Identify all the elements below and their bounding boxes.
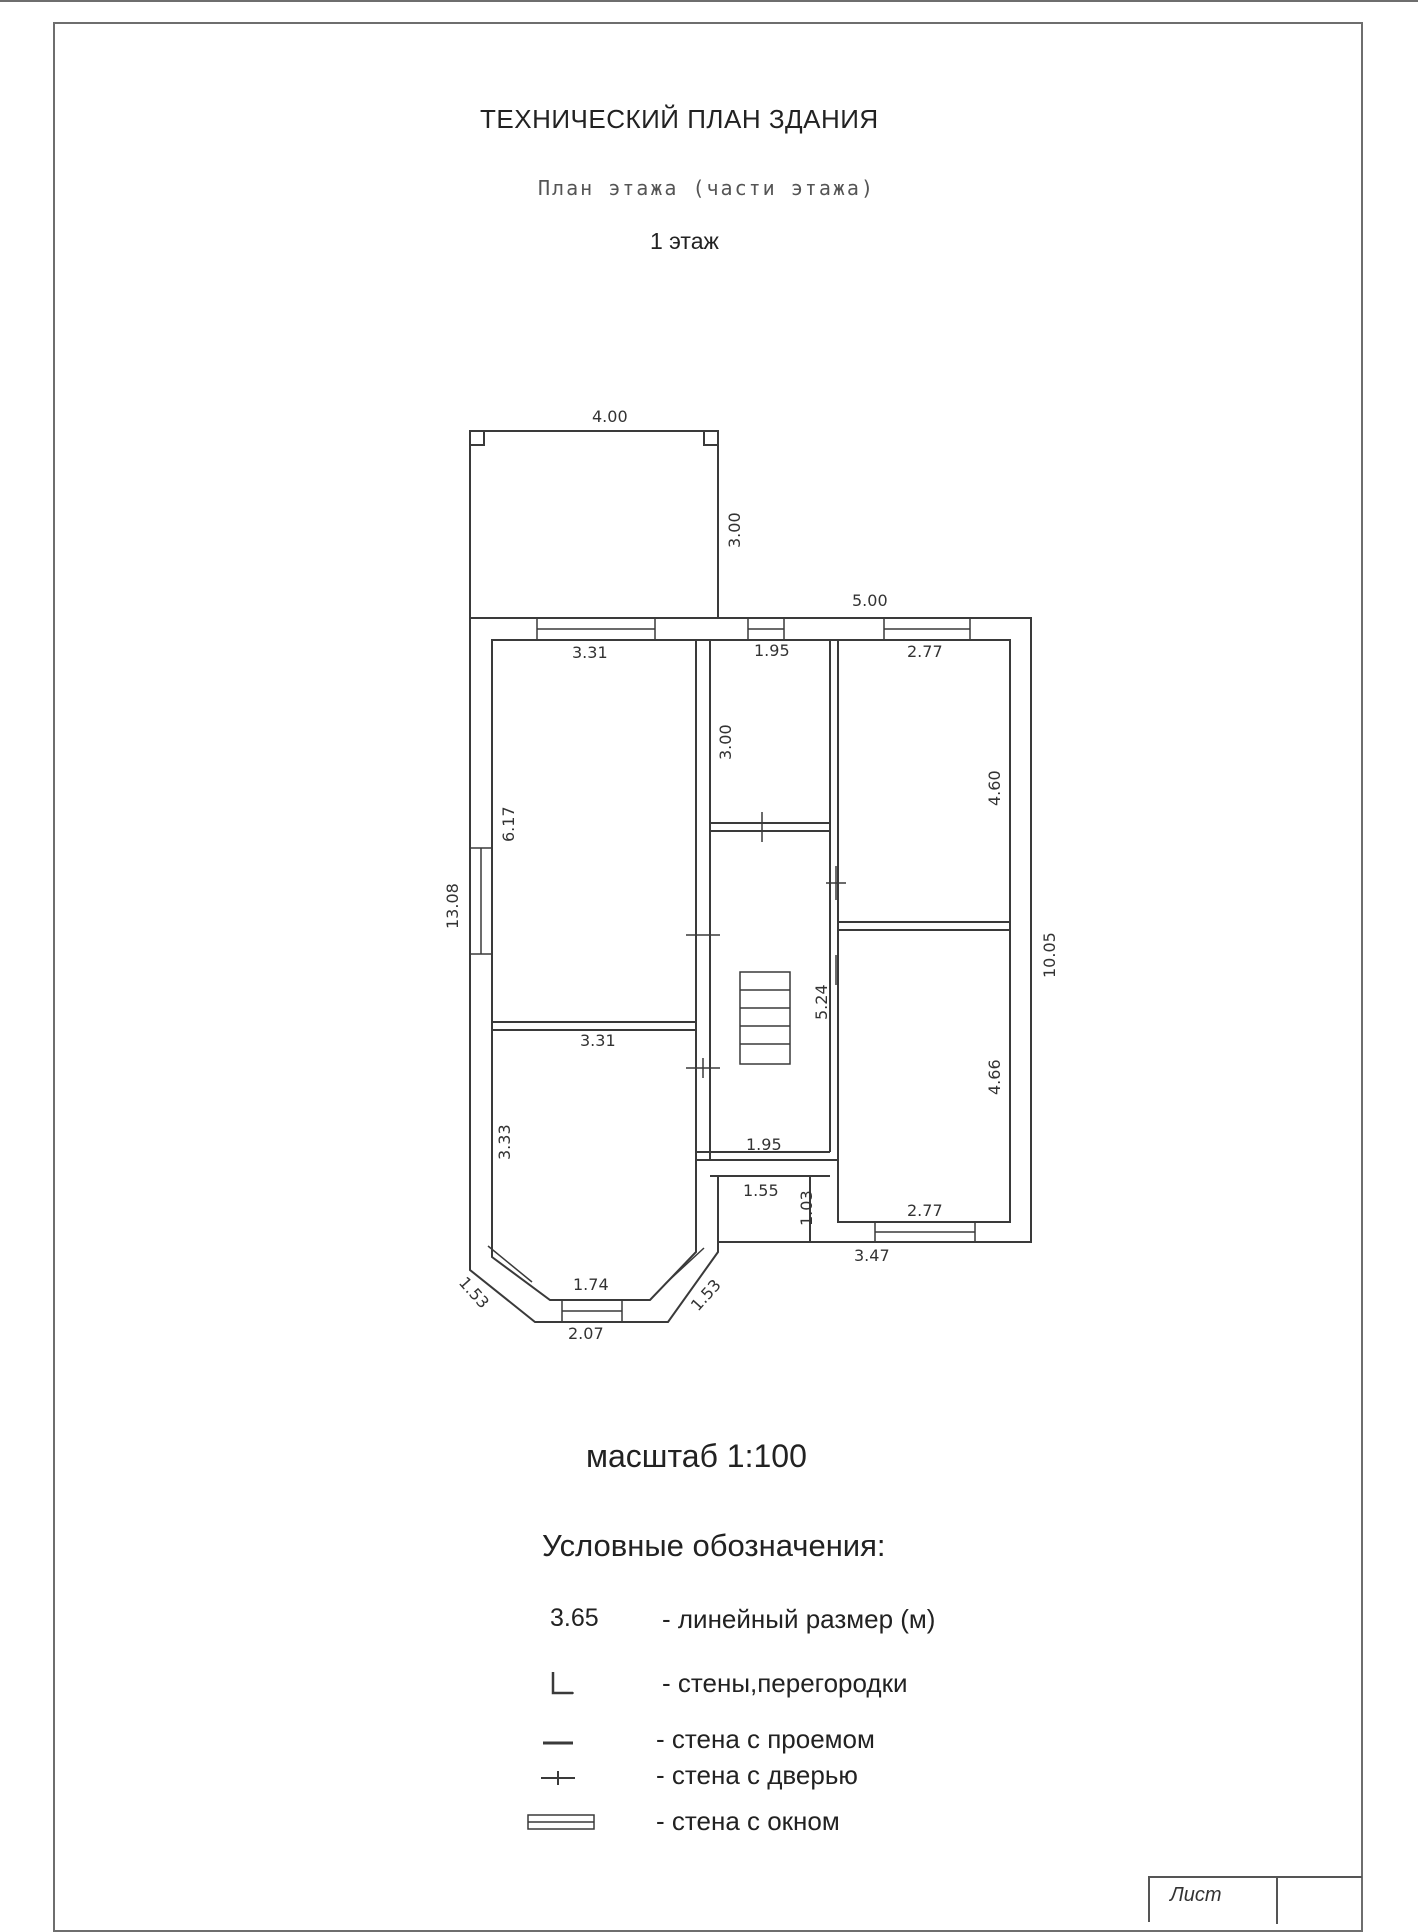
dim-right-wing-width: 5.00 (852, 591, 888, 610)
legend-item-opening: - стена с проемом (656, 1724, 875, 1754)
dim-room-e-bottom: 2.77 (907, 1201, 943, 1220)
dim-room-a-depth: 6.17 (499, 806, 518, 842)
dim-room-d-depth: 3.33 (495, 1124, 514, 1160)
legend-item-window: - стена с окном (656, 1806, 840, 1836)
window-bay-left (487, 1245, 533, 1283)
top-border-line (0, 0, 1418, 2)
dim-overall-left: 13.08 (443, 883, 462, 929)
stairs (739, 971, 791, 1065)
dim-bay-left-side: 1.53 (455, 1273, 493, 1312)
dim-right-bottom: 3.47 (854, 1246, 890, 1265)
stamp-divider (1276, 1878, 1278, 1924)
legend-item-door: - стена с дверью (656, 1760, 858, 1790)
dim-room-b-depth: 3.00 (716, 724, 735, 760)
dim-porch-depth: 3.00 (725, 512, 744, 548)
dim-room-e-depth: 4.66 (985, 1059, 1004, 1095)
plan-title: ТЕХНИЧЕСКИЙ ПЛАН ЗДАНИЯ (480, 104, 879, 134)
stamp-sheet-label: Лист (1170, 1884, 1222, 1906)
dim-room-d-top: 3.31 (580, 1031, 616, 1050)
porch-post-left (469, 430, 485, 446)
walls (469, 430, 1032, 1323)
porch-post-right (703, 430, 719, 446)
staircase (739, 971, 791, 1065)
dim-bay-inner: 1.74 (573, 1275, 609, 1294)
dim-porch-width: 4.00 (592, 407, 628, 426)
dim-room-c-top: 2.77 (907, 642, 943, 661)
dim-room-b-top: 1.95 (754, 641, 790, 660)
floor-label: 1 этаж (650, 228, 719, 254)
dim-bay-outer: 2.07 (568, 1324, 604, 1343)
legend-item-dimension: - линейный размер (м) (662, 1604, 936, 1634)
windows (469, 617, 976, 1323)
dim-hall-length: 5.24 (812, 984, 831, 1020)
dim-closet-depth: 1.03 (797, 1190, 816, 1226)
doors (686, 812, 846, 1078)
dim-room-c-depth: 4.60 (985, 770, 1004, 806)
window-bay-right (664, 1247, 705, 1285)
legend-title: Условные обозначения: (542, 1528, 886, 1563)
legend-sample-value: 3.65 (550, 1604, 599, 1632)
dim-closet-width: 1.55 (743, 1181, 779, 1200)
dim-bay-right-side: 1.53 (687, 1275, 725, 1314)
outer-wall-outer (469, 617, 1032, 1323)
dim-room-a-top: 3.31 (572, 643, 608, 662)
legend-wall-symbol (551, 1672, 573, 1695)
legend-symbols (527, 1672, 595, 1830)
legend-item-walls: - стены,перегородки (662, 1668, 908, 1698)
porch-outline (469, 430, 719, 618)
plan-subtitle: План этажа (части этажа) (538, 176, 875, 200)
scale-label: масштаб 1:100 (586, 1438, 807, 1474)
dim-overall-right: 10.05 (1040, 932, 1059, 978)
title-block-stamp: Лист (1148, 1876, 1362, 1924)
dim-hall-bottom: 1.95 (746, 1135, 782, 1154)
dimension-labels: 4.00 3.00 5.00 3.31 1.95 2.77 3.00 6.17 … (443, 407, 1059, 1343)
